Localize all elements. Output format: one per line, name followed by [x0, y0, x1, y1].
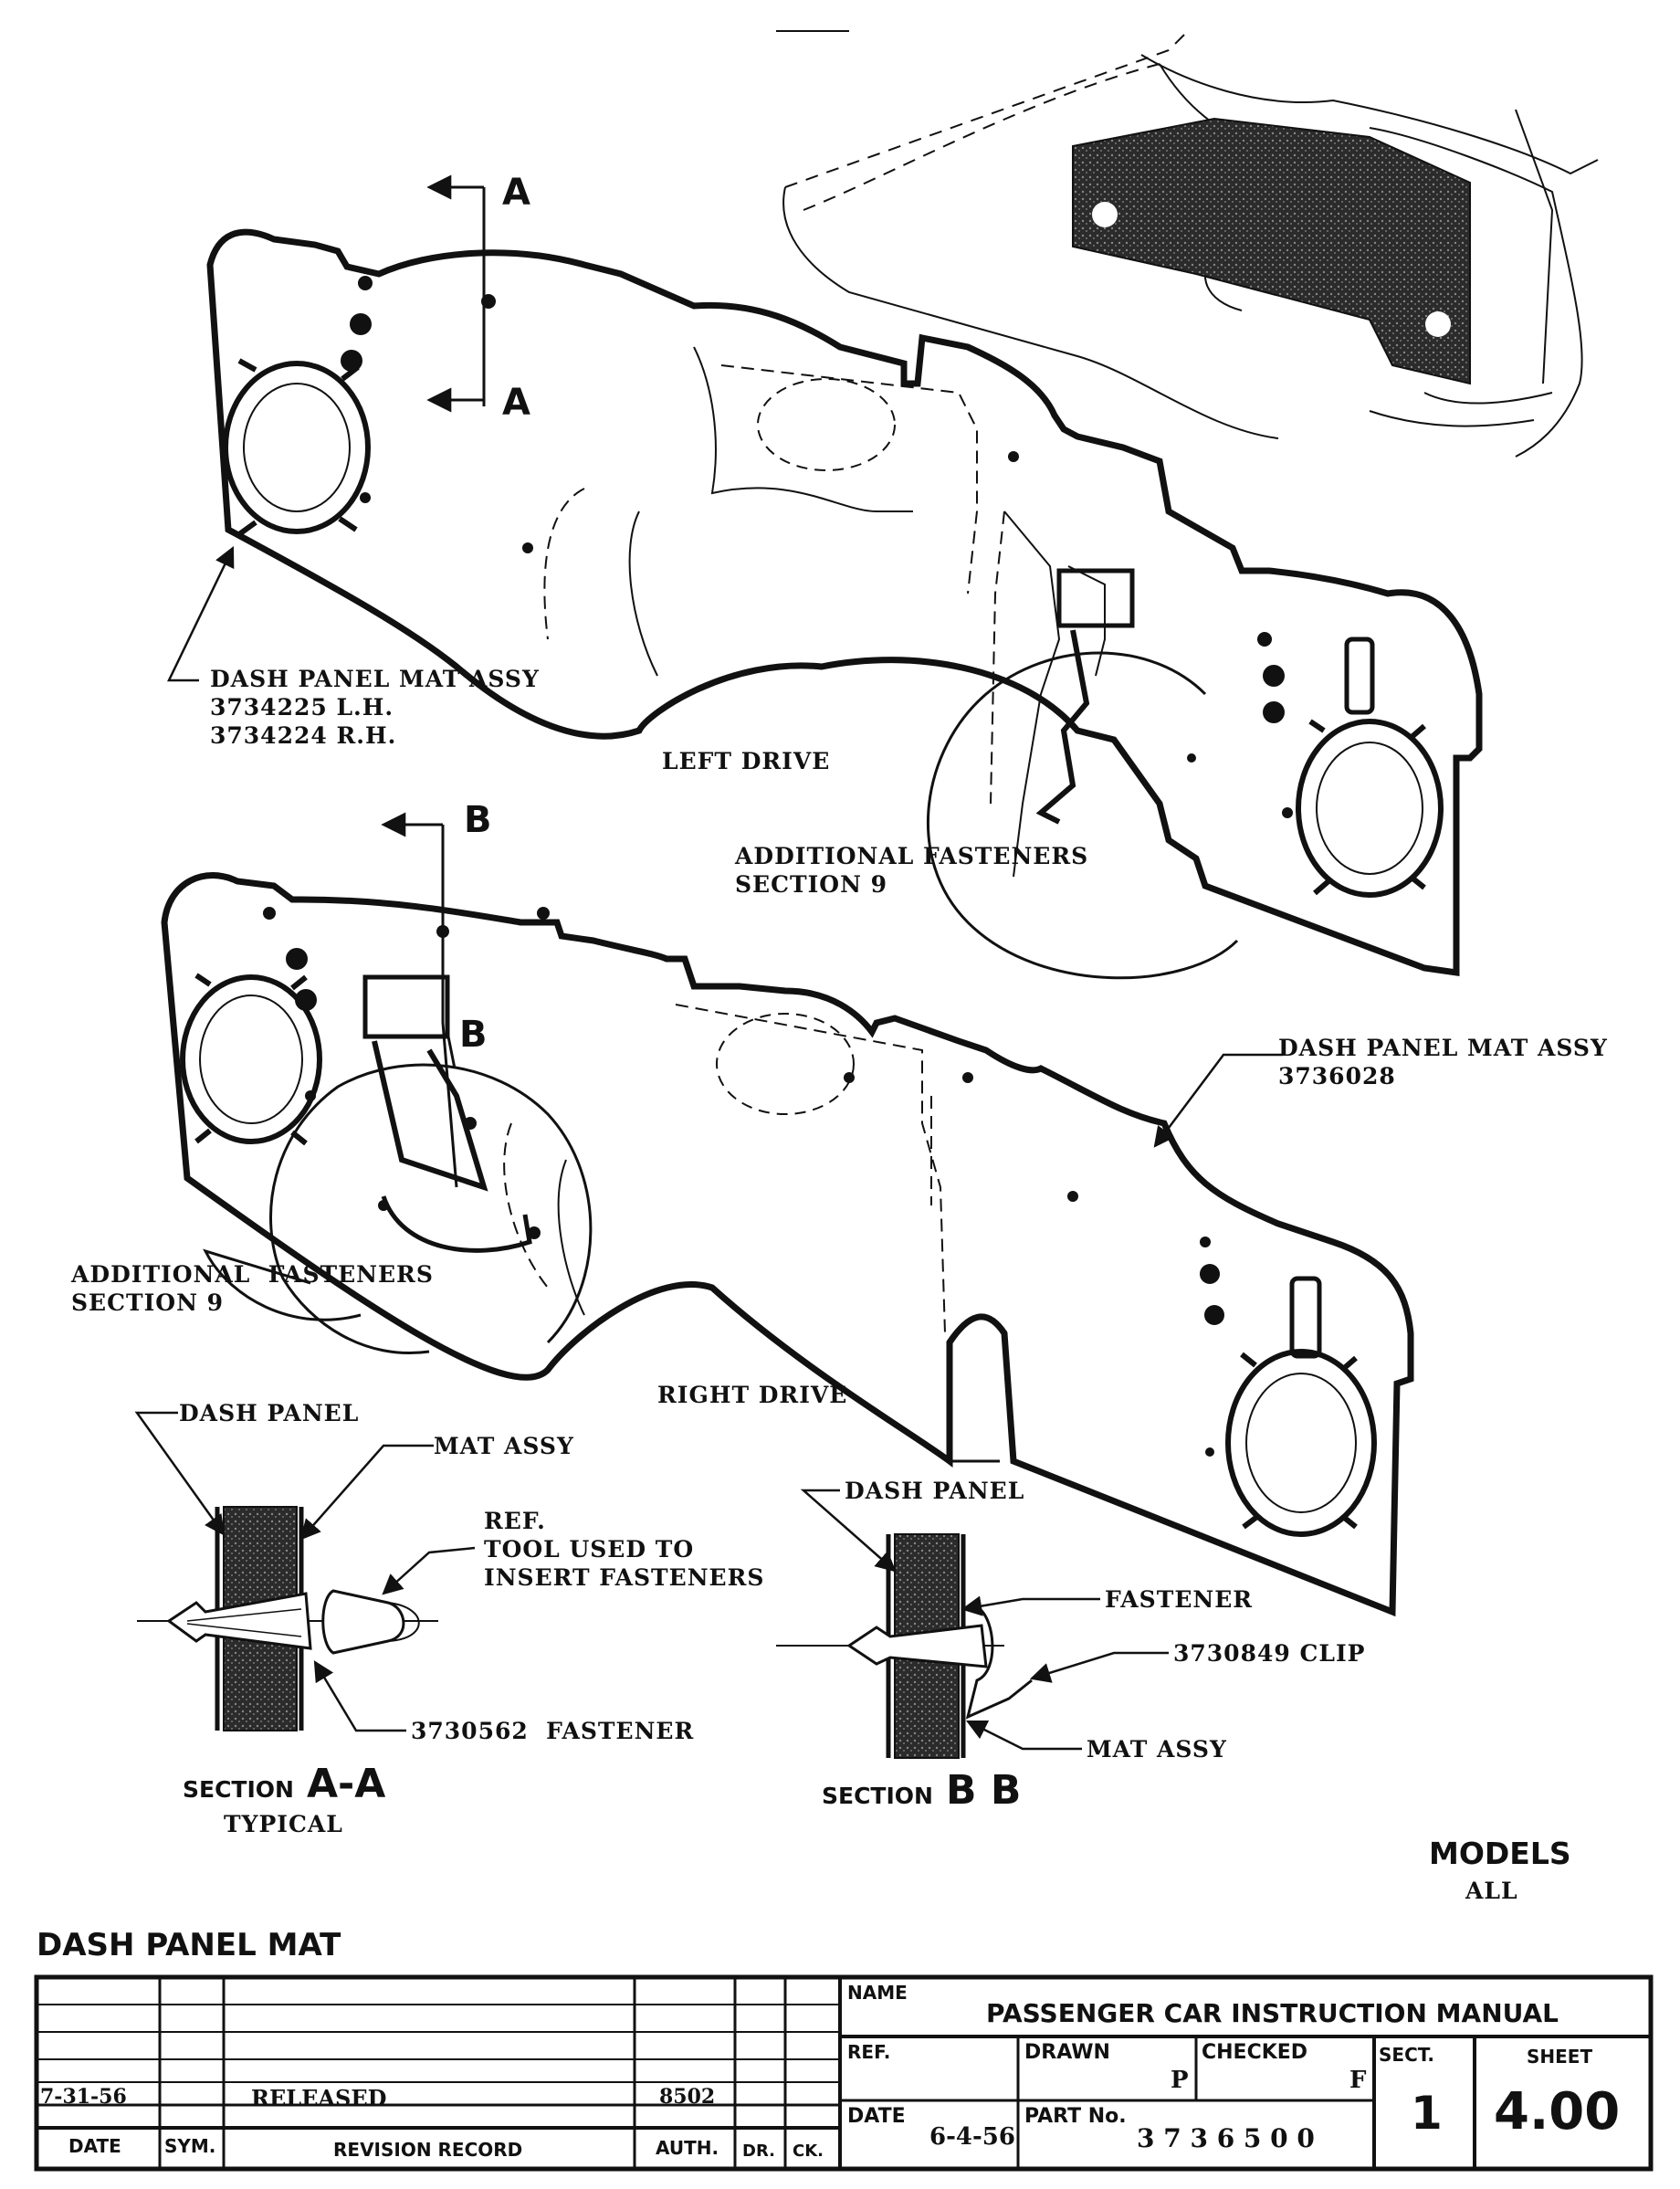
checked-label: CHECKED — [1202, 2041, 1308, 2064]
additional-fasteners-label-2: ADDITIONAL FASTENERS SECTION 9 — [71, 1261, 434, 1316]
section-bb-caption: SECTION B B — [822, 1767, 1021, 1814]
revision-text: RELEASED — [251, 2085, 387, 2111]
bb-mat-assy-label: MAT ASSY — [1087, 1736, 1227, 1763]
date-value: 6-4-56 — [929, 2123, 1015, 2151]
right-drive-detail-circle — [203, 1063, 593, 1354]
section-aa-cutline — [426, 174, 486, 413]
page-title: DASH PANEL MAT — [37, 1927, 341, 1963]
aa-tool-note: REF. TOOL USED TO INSERT FASTENERS — [484, 1508, 765, 1591]
date-label: DATE — [847, 2105, 906, 2128]
col-auth: AUTH. — [656, 2137, 719, 2159]
section-aa-detail — [137, 1506, 438, 1731]
bb-dash-panel-label: DASH PANEL — [845, 1478, 1025, 1504]
left-drive-label: LEFT DRIVE — [662, 748, 831, 774]
left-drive-detail-circle — [926, 651, 1239, 980]
additional-fasteners-label: ADDITIONAL FASTENERS SECTION 9 — [735, 843, 1089, 898]
col-sym: SYM. — [164, 2135, 216, 2157]
right-drive-holes — [263, 907, 1224, 1457]
section-a-marker-top: A — [502, 172, 530, 214]
aa-mat-assy-label: MAT ASSY — [434, 1433, 574, 1459]
right-drive-label: RIGHT DRIVE — [657, 1382, 848, 1408]
left-drive-panel — [206, 228, 1483, 977]
col-ck: CK. — [793, 2142, 824, 2161]
mat-assy-rd-label: DASH PANEL MAT ASSY 3736028 — [1278, 1035, 1608, 1089]
section-aa-caption: SECTION A-A — [183, 1761, 385, 1807]
col-date: DATE — [68, 2135, 121, 2157]
models-value: ALL — [1465, 1878, 1518, 1904]
aa-dash-panel-label: DASH PANEL — [179, 1400, 360, 1426]
sheet-label: SHEET — [1527, 2046, 1593, 2068]
section-b-marker-bottom: B — [459, 1014, 488, 1056]
aa-typical-label: TYPICAL — [224, 1811, 343, 1837]
leader-lines — [134, 545, 1283, 1751]
name-label: NAME — [847, 1982, 908, 2004]
section-a-marker-bottom: A — [502, 382, 530, 424]
drawn-value: P — [1171, 2067, 1189, 2094]
drawn-label: DRAWN — [1024, 2041, 1110, 2064]
bb-section-id: B B — [945, 1767, 1022, 1814]
col-dr: DR. — [742, 2142, 775, 2161]
aa-section-word: SECTION — [183, 1776, 294, 1803]
mat-assy-lh-rh-label: DASH PANEL MAT ASSY 3734225 L.H. 3734224… — [210, 666, 540, 749]
bb-clip-label: 3730849 CLIP — [1173, 1640, 1366, 1667]
models-heading: MODELS — [1429, 1836, 1571, 1871]
aa-fastener-label: 3730562 FASTENER — [411, 1718, 695, 1744]
aa-section-id: A-A — [306, 1761, 386, 1807]
bb-section-word: SECTION — [822, 1783, 933, 1809]
section-bb-detail — [776, 1533, 1033, 1759]
bb-fastener-label: FASTENER — [1105, 1586, 1254, 1613]
section-bb-cutline — [381, 812, 458, 1188]
left-drive-holes — [341, 276, 1293, 818]
sect-value: 1 — [1411, 2087, 1443, 2140]
mat-installed-sketch — [1072, 117, 1471, 385]
part-label: PART No. — [1024, 2105, 1127, 2128]
revision-auth: 8502 — [659, 2085, 716, 2109]
right-drive-panel — [161, 872, 1414, 1617]
title-block — [34, 1974, 1654, 2172]
sheet-value: 4.00 — [1494, 2082, 1621, 2142]
sect-label: SECT. — [1379, 2044, 1434, 2066]
name-value: PASSENGER CAR INSTRUCTION MANUAL — [986, 1998, 1559, 2028]
ref-label: REF. — [847, 2041, 891, 2063]
revision-date: 7-31-56 — [40, 2085, 127, 2109]
section-b-marker-top: B — [464, 799, 492, 841]
checked-value: F — [1349, 2067, 1367, 2094]
col-revision-record: REVISION RECORD — [333, 2139, 523, 2161]
part-value: 3 7 3 6 5 0 0 — [1137, 2123, 1315, 2153]
